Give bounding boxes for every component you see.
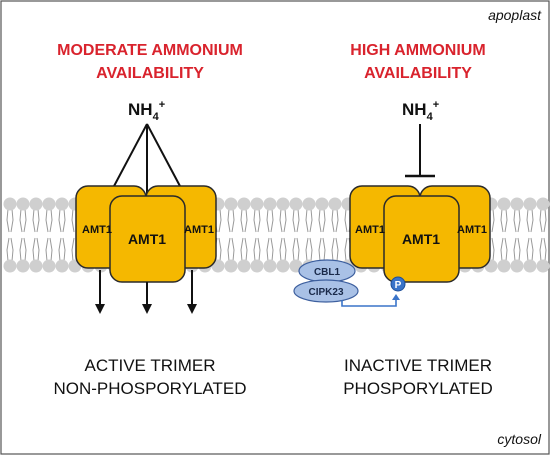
lipid-head-outer: [42, 197, 56, 211]
right-amt1-subunit-center: [383, 195, 460, 283]
lipid-head-inner: [16, 259, 30, 273]
lipid-head-outer: [276, 197, 290, 211]
lipid-head-inner: [510, 259, 524, 273]
lipid-head-outer: [3, 197, 17, 211]
lipid-head-inner: [55, 259, 69, 273]
lipid-head-inner: [42, 259, 56, 273]
lipid-head-outer: [237, 197, 251, 211]
left-ion-sup: +: [159, 99, 165, 111]
lipid-head-inner: [497, 259, 511, 273]
left-caption-line2: NON-PHOSPORYLATED: [53, 379, 246, 398]
left-amt1-label-right: AMT1: [184, 224, 214, 236]
lipid-head-outer: [328, 197, 342, 211]
left-amt1-label-center: AMT1: [128, 231, 166, 247]
lipid-head-outer: [263, 197, 277, 211]
cipk23-label: CIPK23: [308, 287, 343, 298]
phosphorylation-arrowhead: [392, 294, 400, 300]
lipid-head-inner: [237, 259, 251, 273]
lipid-head-inner: [523, 259, 537, 273]
right-panel: HIGH AMMONIUM AVAILABILITY NH4+ AMT1 AMT…: [293, 42, 493, 398]
right-amt1-label-left: AMT1: [355, 224, 385, 236]
apoplast-label: apoplast: [488, 7, 542, 23]
phosphate-icon: [390, 276, 406, 292]
lipid-head-outer: [536, 197, 550, 211]
left-ion-label: NH4+: [128, 99, 165, 123]
left-panel: MODERATE AMMONIUM AVAILABILITY NH4+ AMT1…: [53, 42, 246, 398]
right-amt1-label-right: AMT1: [457, 224, 487, 236]
lipid-head-outer: [55, 197, 69, 211]
right-ion-label: NH4+: [402, 99, 439, 123]
lipid-head-inner: [263, 259, 277, 273]
left-heading-line2: AVAILABILITY: [96, 65, 204, 82]
lipid-head-outer: [497, 197, 511, 211]
lipid-head-outer: [289, 197, 303, 211]
cipk23-kinase: [293, 279, 359, 303]
phosphate-label: P: [395, 280, 402, 291]
lipid-head-outer: [523, 197, 537, 211]
lipid-head-outer: [29, 197, 43, 211]
left-arrowheads: [95, 304, 197, 314]
right-ion-nh: NH: [402, 100, 427, 119]
lipid-head-inner: [250, 259, 264, 273]
right-heading-line2: AVAILABILITY: [364, 65, 472, 82]
lipid-head-outer: [302, 197, 316, 211]
left-caption-line1: ACTIVE TRIMER: [85, 356, 216, 375]
lipid-head-inner: [536, 259, 550, 273]
lipid-head-outer: [315, 197, 329, 211]
right-caption-line1: INACTIVE TRIMER: [344, 356, 492, 375]
right-amt1-label-center: AMT1: [402, 231, 440, 247]
left-heading-line1: MODERATE AMMONIUM: [57, 42, 243, 59]
right-ion-sup: +: [433, 99, 439, 111]
lipid-head-inner: [224, 259, 238, 273]
lipid-head-outer: [16, 197, 30, 211]
right-caption-line2: PHOSPORYLATED: [343, 379, 493, 398]
lipid-head-outer: [224, 197, 238, 211]
cbl1-label: CBL1: [314, 267, 341, 278]
right-heading-line1: HIGH AMMONIUM: [350, 42, 485, 59]
lipid-head-inner: [29, 259, 43, 273]
lipid-head-outer: [510, 197, 524, 211]
left-flux-arrows: [99, 270, 193, 306]
left-ion-nh: NH: [128, 100, 153, 119]
lipid-head-inner: [276, 259, 290, 273]
right-ion-sub: 4: [427, 111, 434, 123]
phosphorylation-arrow: [341, 298, 397, 307]
lipid-head-inner: [3, 259, 17, 273]
left-flux-line-1: [112, 123, 148, 189]
cytosol-label: cytosol: [497, 431, 541, 447]
lipid-head-outer: [250, 197, 264, 211]
left-ion-sub: 4: [153, 111, 160, 123]
left-flux-line-3: [146, 123, 182, 189]
left-amt1-label-left: AMT1: [82, 224, 112, 236]
